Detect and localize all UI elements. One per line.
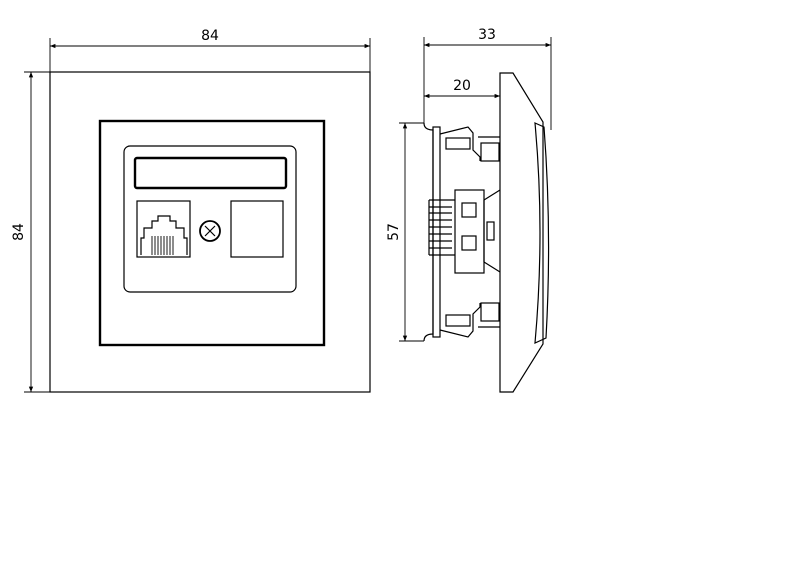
inner-frame [98, 119, 326, 347]
mounting-plate [432, 126, 441, 338]
label-window [133, 156, 288, 190]
module-depth-dimension-label: 20 [453, 78, 471, 94]
side-view: 33 20 57 [386, 27, 552, 393]
outer-frame [49, 71, 371, 393]
screw-icon [199, 220, 221, 242]
front-view: 84 84 [11, 28, 371, 393]
module-height-dimension-label: 57 [386, 223, 402, 241]
width-dimension-label: 84 [201, 28, 219, 44]
height-dimension-label: 84 [11, 223, 27, 241]
connector-block [428, 189, 501, 274]
socket-module [123, 145, 297, 293]
total-depth-dimension-label: 33 [478, 27, 496, 43]
rj45-port-icon [136, 200, 191, 258]
blank-port [230, 200, 284, 258]
curved-cover [534, 122, 550, 344]
cover-plate [499, 72, 544, 393]
